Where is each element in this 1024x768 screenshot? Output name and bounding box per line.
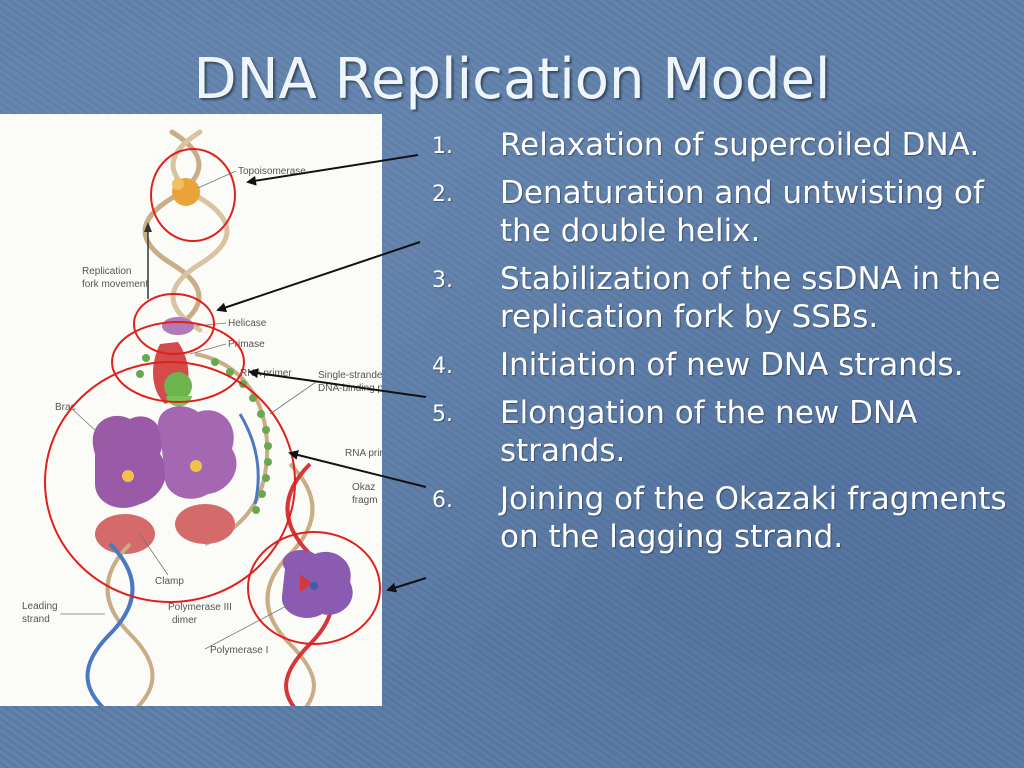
step-item: 5. Elongation of the new DNA strands.	[432, 394, 1017, 480]
topoisomerase-enzyme	[172, 178, 200, 206]
step-item: 3. Stabilization of the ssDNA in the rep…	[432, 260, 1017, 346]
rna-primer-mark	[164, 372, 192, 407]
parental-dna-helix	[142, 129, 230, 333]
step-number: 1.	[432, 134, 453, 159]
step-text: Initiation of new DNA strands.	[500, 347, 964, 383]
step-text: Joining of the Okazaki fragments on the …	[500, 481, 1007, 555]
label-leading-1: Leading	[22, 601, 58, 612]
step-item: 1. Relaxation of supercoiled DNA.	[432, 126, 1017, 174]
step-text: Stabilization of the ssDNA in the replic…	[500, 261, 1001, 335]
step-number: 3.	[432, 268, 453, 293]
helicase-enzyme	[162, 317, 194, 335]
label-dna-binding: DNA-binding p	[318, 383, 382, 394]
label-fork-movement: fork movement	[82, 279, 148, 290]
label-polymerase-iii-1: Polymerase III	[168, 602, 232, 613]
label-brace: Brac	[55, 402, 76, 413]
step-text: Relaxation of supercoiled DNA.	[500, 127, 980, 163]
label-polymerase-iii-2: dimer	[172, 615, 198, 626]
replication-steps-list: 1. Relaxation of supercoiled DNA. 2. Den…	[432, 126, 1017, 566]
label-helicase: Helicase	[228, 318, 267, 329]
polymerase-i-enzyme	[281, 549, 353, 618]
step-item: 4. Initiation of new DNA strands.	[432, 346, 1017, 394]
step-number: 2.	[432, 182, 453, 207]
label-leading-2: strand	[22, 614, 50, 625]
label-primase: Primase	[228, 339, 265, 350]
label-polymerase-i: Polymerase I	[210, 645, 268, 656]
label-rna-primer-top: RNA primer	[240, 368, 292, 379]
slide-title: DNA Replication Model	[193, 47, 831, 112]
step-item: 2. Denaturation and untwisting of the do…	[432, 174, 1017, 260]
label-okazaki-2: fragm	[352, 495, 378, 506]
dna-replication-figure: Topoisomerase Replication fork movement …	[0, 114, 382, 706]
label-okazaki-1: Okaz	[352, 482, 375, 493]
step-text: Elongation of the new DNA strands.	[500, 395, 918, 469]
label-replication: Replication	[82, 266, 131, 277]
step-item: 6. Joining of the Okazaki fragments on t…	[432, 480, 1017, 566]
step-number: 5.	[432, 402, 453, 427]
figure-illustration: Topoisomerase Replication fork movement …	[22, 129, 382, 706]
arrow-step-6	[386, 577, 427, 593]
label-clamp: Clamp	[155, 576, 184, 587]
step-number: 4.	[432, 354, 453, 379]
step-text: Denaturation and untwisting of the doubl…	[500, 175, 984, 249]
polymerase-iii-dimer	[92, 406, 237, 554]
leading-strand-helix	[85, 542, 155, 706]
step-number: 6.	[432, 488, 453, 513]
label-topoisomerase: Topoisomerase	[238, 166, 306, 177]
label-single-stranded: Single-strande	[318, 370, 382, 381]
label-rna-primer-right: RNA prim	[345, 448, 382, 459]
